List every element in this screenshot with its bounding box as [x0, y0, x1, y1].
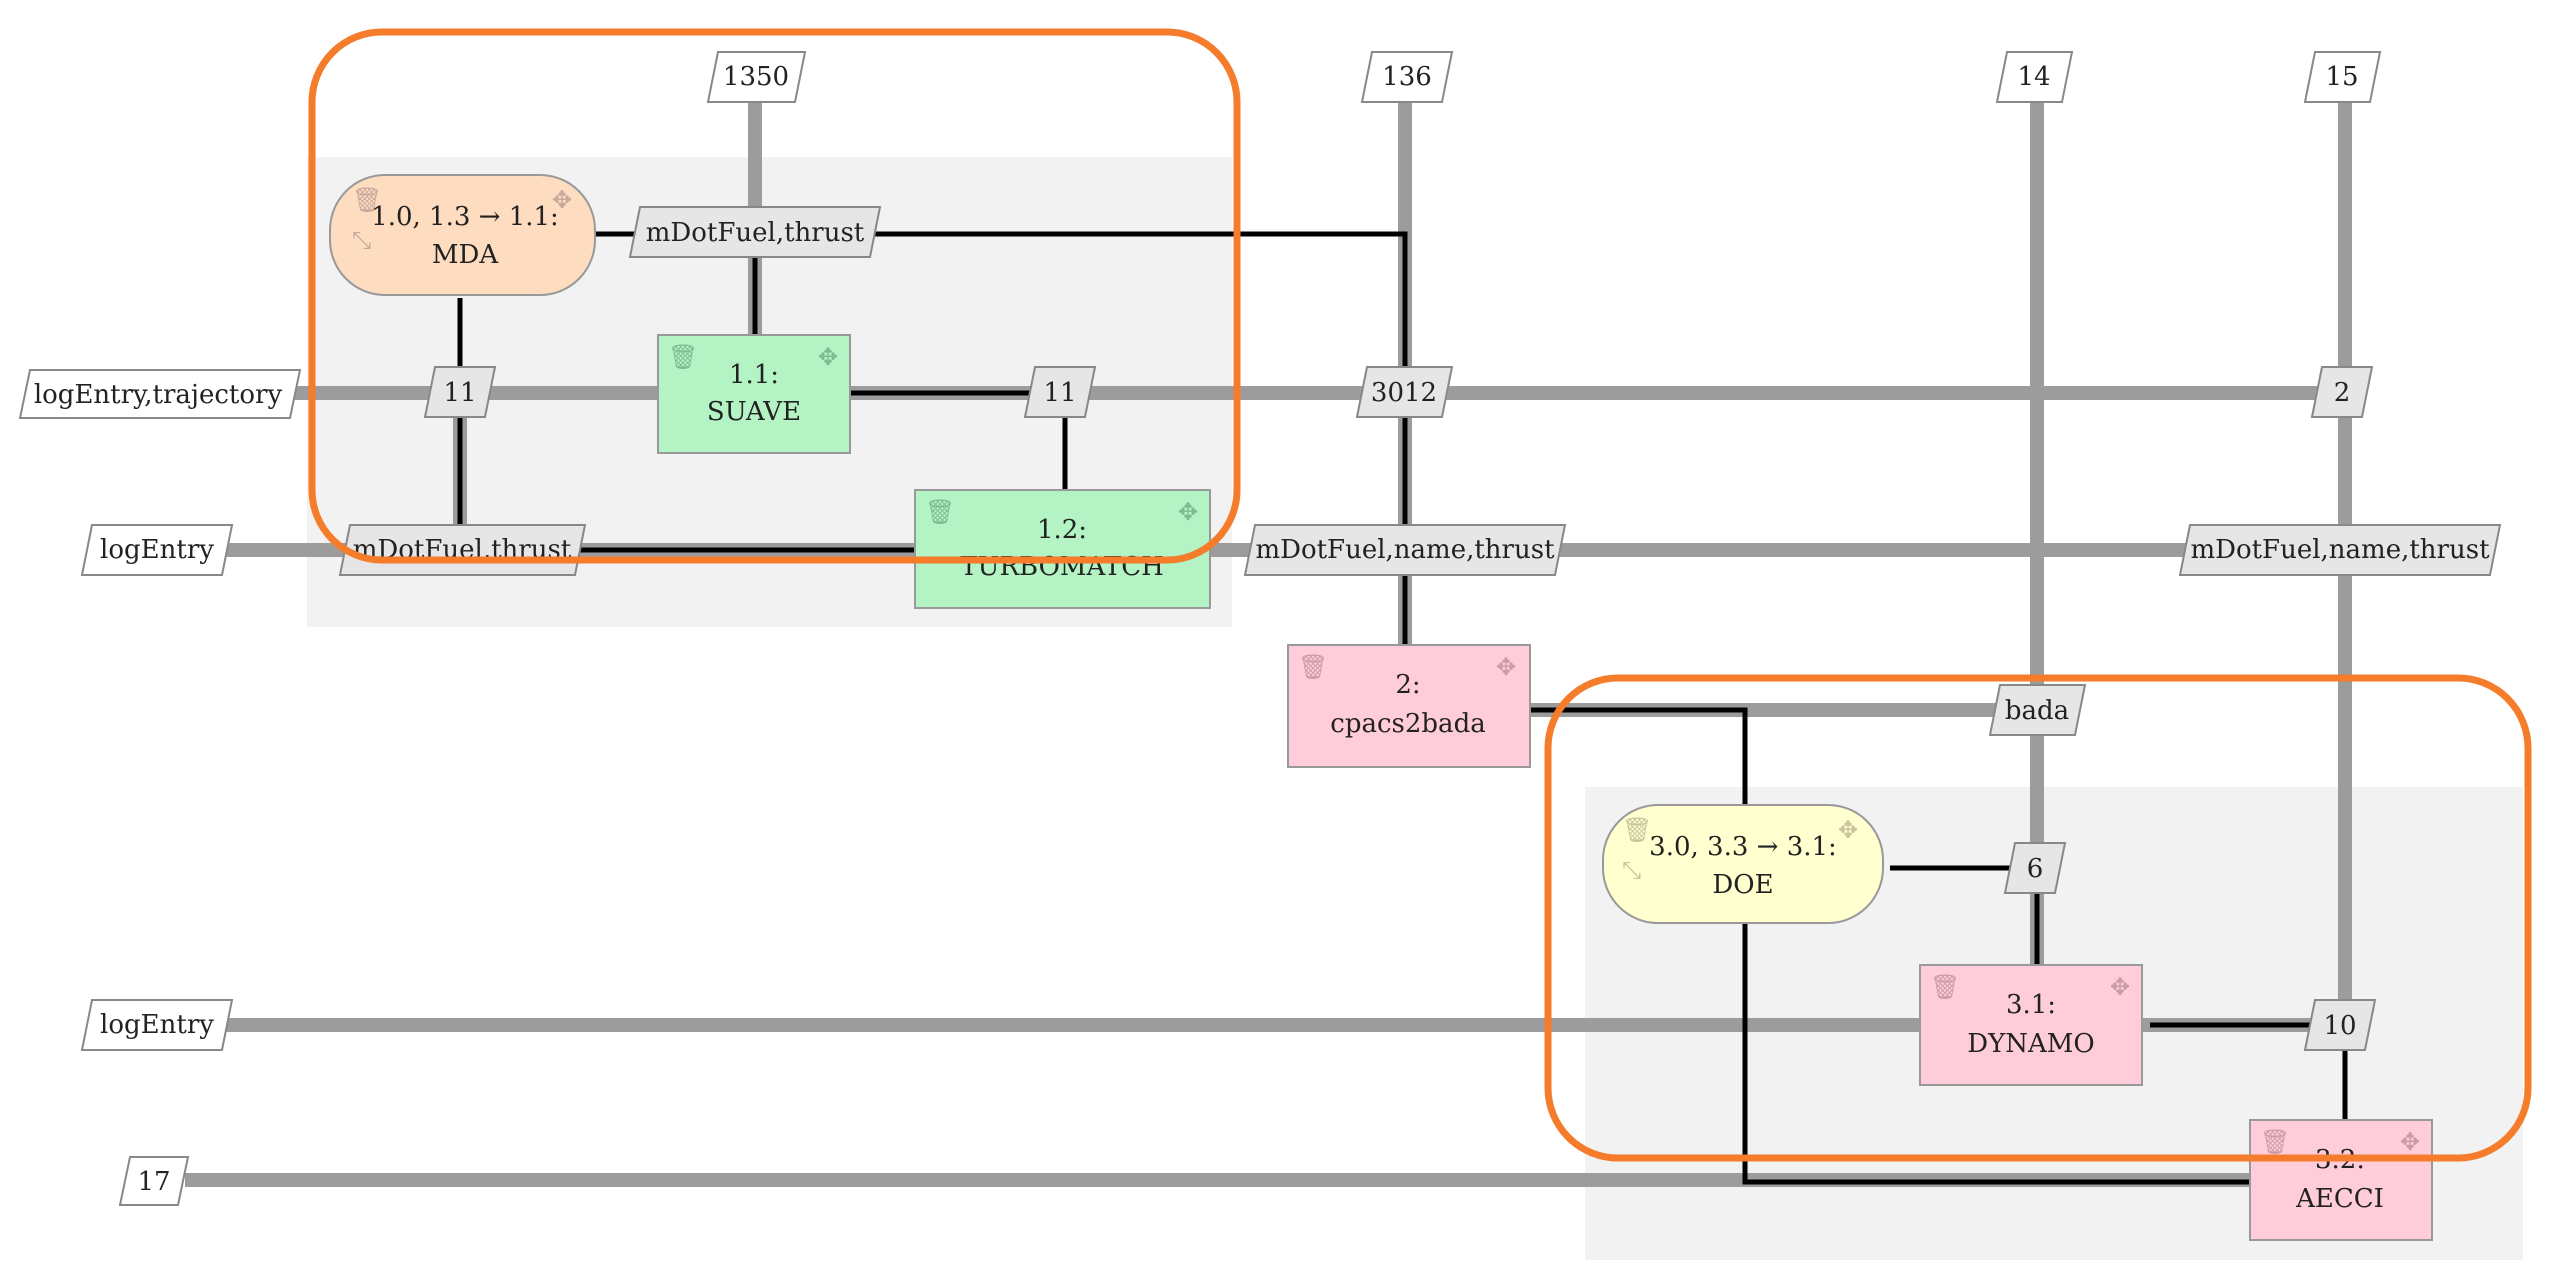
trash-icon[interactable]: 🗑: [925, 498, 955, 526]
trash-icon[interactable]: 🗑: [668, 343, 698, 371]
trash-icon[interactable]: 🗑: [352, 186, 382, 214]
move-icon[interactable]: ✥: [1496, 653, 1516, 681]
coupling-bada[interactable]: bada: [1988, 684, 2087, 736]
coupling-turbomatch-out[interactable]: mDotFuel,name,thrust: [1243, 524, 1567, 576]
coupling-6-text: 6: [2027, 854, 2044, 884]
trash-icon[interactable]: 🗑: [1622, 816, 1652, 844]
node-mda-line2: MDA: [432, 240, 499, 270]
node-mda-line1: 1.0, 1.3 → 1.1:: [371, 202, 559, 232]
node-suave-line2: SUAVE: [707, 397, 801, 427]
coupling-6[interactable]: 6: [2003, 842, 2067, 894]
coupling-11-right[interactable]: 11: [1023, 366, 1097, 418]
node-mda[interactable]: 🗑 ✥ ⤡ 1.0, 1.3 → 1.1: MDA: [329, 174, 596, 296]
coupling-turbomatch-right[interactable]: mDotFuel,name,thrust: [2178, 524, 2502, 576]
input-14-text: 14: [2017, 62, 2050, 92]
coupling-2[interactable]: 2: [2310, 366, 2374, 418]
move-icon[interactable]: ✥: [818, 343, 838, 371]
coupling-turbomatch-right-text: mDotFuel,name,thrust: [2190, 535, 2490, 565]
move-icon[interactable]: ✥: [1178, 498, 1198, 526]
node-doe-line1: 3.0, 3.3 → 3.1:: [1649, 832, 1837, 862]
move-icon[interactable]: ✥: [552, 186, 572, 214]
coupling-11-left[interactable]: 11: [423, 366, 497, 418]
coupling-turbomatch-in[interactable]: mDotFuel,thrust: [338, 524, 587, 576]
coupling-11-right-text: 11: [1043, 378, 1076, 408]
coupling-3012[interactable]: 3012: [1355, 366, 1454, 418]
coupling-10-text: 10: [2323, 1011, 2356, 1041]
coupling-2-text: 2: [2334, 378, 2351, 408]
coupling-10[interactable]: 10: [2303, 999, 2377, 1051]
coupling-mda-out-text: mDotFuel,thrust: [646, 218, 865, 248]
node-suave[interactable]: 🗑 ✥ 1.1: SUAVE: [657, 334, 851, 454]
node-cpacs2bada-line2: cpacs2bada: [1330, 709, 1485, 739]
move-icon[interactable]: ✥: [2110, 973, 2130, 1001]
highlight-frame-doe: [1544, 674, 2532, 1162]
node-dynamo-line2: DYNAMO: [1967, 1029, 2094, 1059]
input-15[interactable]: 15: [2303, 51, 2382, 103]
trash-icon[interactable]: 🗑: [1298, 653, 1328, 681]
node-turbomatch-line1: 1.2:: [1037, 515, 1087, 545]
input-logentry-2[interactable]: logEntry: [80, 999, 234, 1051]
input-logentry-2-text: logEntry: [100, 1010, 214, 1040]
trash-icon[interactable]: 🗑: [2260, 1128, 2290, 1156]
node-cpacs2bada-line1: 2:: [1395, 670, 1420, 700]
coupling-turbomatch-out-text: mDotFuel,name,thrust: [1255, 535, 1555, 565]
input-15-text: 15: [2325, 62, 2358, 92]
input-17-text: 17: [137, 1167, 170, 1197]
input-136-text: 136: [1382, 62, 1432, 92]
node-aecci[interactable]: 🗑 ✥ 3.2: AECCI: [2249, 1119, 2433, 1241]
trash-icon[interactable]: 🗑: [1930, 973, 1960, 1001]
node-turbomatch[interactable]: 🗑 ✥ 1.2: TURBOMATCH: [914, 489, 1211, 609]
node-dynamo-line1: 3.1:: [2006, 990, 2056, 1020]
node-aecci-line2: AECCI: [2295, 1184, 2384, 1214]
node-dynamo[interactable]: 🗑 ✥ 3.1: DYNAMO: [1919, 964, 2143, 1086]
node-cpacs2bada[interactable]: 🗑 ✥ 2: cpacs2bada: [1287, 644, 1531, 768]
collapse-icon[interactable]: ⤡: [352, 226, 371, 254]
input-136[interactable]: 136: [1360, 51, 1454, 103]
input-14[interactable]: 14: [1995, 51, 2074, 103]
highlight-frame-mda: [308, 28, 1241, 564]
input-1350[interactable]: 1350: [706, 51, 807, 103]
node-doe[interactable]: 🗑 ✥ ⤡ 3.0, 3.3 → 3.1: DOE: [1602, 804, 1884, 924]
input-logentry-1-text: logEntry: [100, 535, 214, 565]
coupling-bada-text: bada: [2005, 696, 2069, 726]
coupling-11-left-text: 11: [443, 378, 476, 408]
coupling-mda-out[interactable]: mDotFuel,thrust: [628, 206, 882, 258]
input-logentry-1[interactable]: logEntry: [80, 524, 234, 576]
move-icon[interactable]: ✥: [1838, 816, 1858, 844]
input-logentry-trajectory-text: logEntry,trajectory: [34, 380, 283, 410]
input-logentry-trajectory[interactable]: logEntry,trajectory: [18, 369, 302, 419]
coupling-3012-text: 3012: [1371, 378, 1437, 408]
collapse-icon[interactable]: ⤡: [1622, 856, 1641, 884]
node-suave-line1: 1.1:: [729, 360, 779, 390]
node-doe-line2: DOE: [1712, 870, 1773, 900]
move-icon[interactable]: ✥: [2400, 1128, 2420, 1156]
input-1350-text: 1350: [723, 62, 789, 92]
input-17[interactable]: 17: [118, 1156, 190, 1206]
